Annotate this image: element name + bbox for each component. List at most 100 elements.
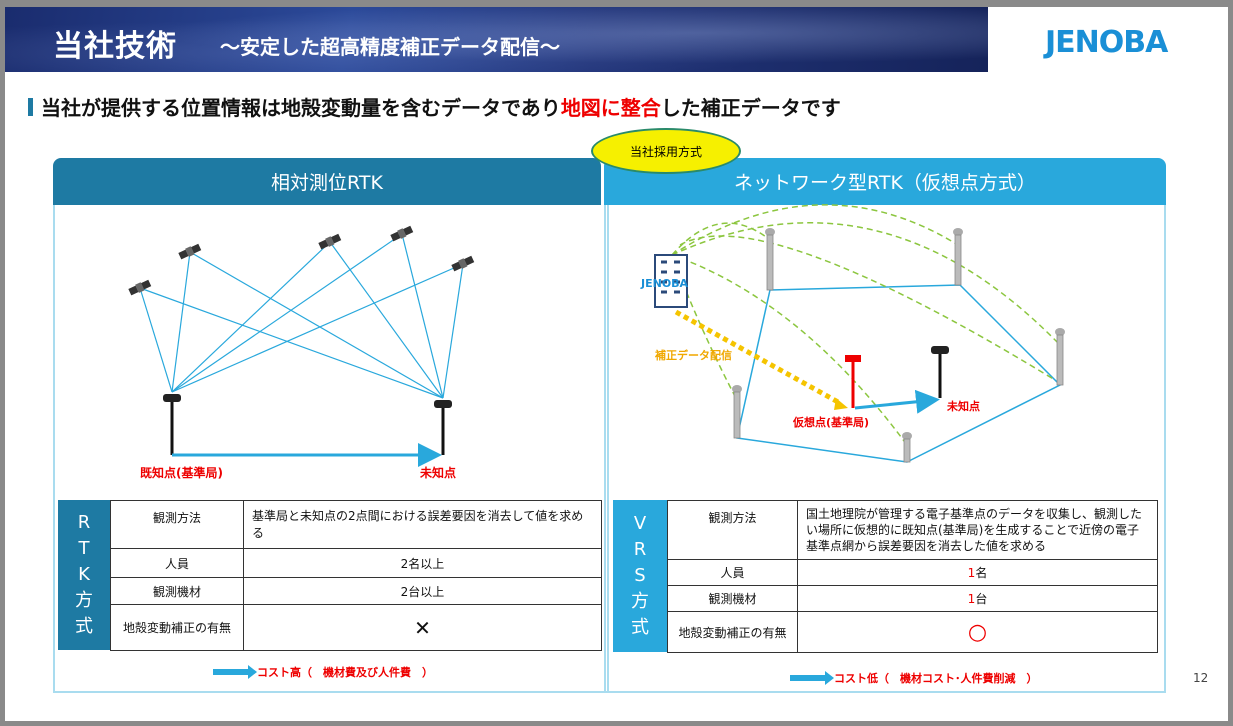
row-key: 人員 [667,559,798,586]
row-key: 地殻変動補正の有無 [667,611,798,653]
side-char: R [77,512,91,533]
signal-line [171,241,331,393]
row-key: 人員 [110,548,244,578]
signal-line [171,251,191,393]
row-key: 観測機材 [667,585,798,612]
adopted-method-badge: 当社採用方式 [591,128,741,174]
row-value: 2名以上 [243,548,602,578]
satellites [128,225,475,296]
vrs-baseline-arrow [854,389,940,414]
headline-text: 当社が提供する位置情報は地殻変動量を含むデータであり [41,96,561,120]
row-key: 観測方法 [667,500,798,560]
reference-station-icon [1055,328,1065,386]
side-char: K [78,564,90,585]
page-subtitle: ～安定した超高精度補正データ配信～ [220,35,560,59]
row-key: 地殻変動補正の有無 [110,604,244,651]
known-point-label: 既知点(基準局) [140,465,223,480]
arrow-icon [213,665,257,679]
satellite-icon [128,279,152,296]
side-char: S [634,565,646,586]
row-value: ○ [797,611,1158,653]
signal-line [139,287,444,399]
rtk-panel-header: 相対測位RTK [53,158,601,205]
row-value: 1台 [797,585,1158,612]
reference-station-icon [902,432,912,463]
value-number: 1 [967,566,976,580]
signal-line [401,233,444,399]
unknown-point-receiver [434,400,452,455]
rover-point-label: 未知点 [946,399,980,413]
delivery-label: 補正データ配信 [654,348,732,362]
signal-line [171,233,403,393]
arrow-icon [790,671,834,685]
page-number: 12 [1193,671,1209,685]
rtk-cost-note: コスト高（ 機材費及び人件費 ） [213,664,433,680]
side-char: T [78,538,90,559]
signal-line [329,241,444,399]
table-row: 観測方法国土地理院が管理する電子基準点のデータを収集し、観測したい場所に仮想的に… [667,500,1158,560]
company-building [654,254,688,308]
headline-highlight: 地図に整合 [560,96,661,120]
satellite-icon [178,243,202,260]
signal-line [442,263,464,399]
side-char: 式 [75,616,93,637]
vrs-comparison-table: 観測方法国土地理院が管理する電子基準点のデータを収集し、観測したい場所に仮想的に… [667,500,1158,653]
value-unit: 台 [975,592,988,606]
reference-stations [732,228,1065,463]
vrs-panel-header: ネットワーク型RTK（仮想点方式） [604,158,1166,205]
page-title: 当社技術 [53,29,177,64]
data-collection-arcs [671,204,1061,446]
side-char: 式 [631,617,649,638]
unknown-point-label: 未知点 [419,465,456,480]
row-key: 観測方法 [110,500,244,549]
signal-line [189,251,444,399]
side-char: 方 [75,590,93,611]
row-value: 2台以上 [243,577,602,605]
virtual-station [845,355,861,408]
reference-station-icon [953,228,963,286]
side-char: 方 [631,591,649,612]
rtk-panel [53,205,609,693]
value-number: 1 [967,592,976,606]
bullet-bar [28,97,33,116]
logo-text: JENOBA [1045,24,1168,60]
satellite-icon [390,225,414,242]
headline: 当社が提供する位置情報は地殻変動量を含むデータであり地図に整合した補正データです [28,92,841,121]
building-logo: JENOBA [640,277,689,290]
vrs-cost-note: コスト低（ 機材コスト･人件費削減 ） [790,670,1038,686]
row-key: 観測機材 [110,577,244,605]
reference-station-icon [732,385,742,439]
signal-lines [139,233,464,399]
rover-receiver [931,346,949,398]
known-point-receiver [163,394,181,455]
headline-text-end: した補正データです [660,96,841,120]
reference-station-network [736,284,1062,463]
side-char: R [633,539,647,560]
row-value: 国土地理院が管理する電子基準点のデータを収集し、観測したい場所に仮想的に既知点(… [797,500,1158,560]
reference-station-icon [765,228,775,291]
side-char: V [633,513,647,534]
virtual-point-label: 仮想点(基準局) [792,415,869,429]
row-value: 1名 [797,559,1158,586]
table-row: 観測方法基準局と未知点の2点間における誤差要因を消去して値を求める [110,500,602,549]
table-row: 地殻変動補正の有無○ [667,611,1158,653]
row-value: ✕ [243,604,602,651]
cost-text: コスト高（ 機材費及び人件費 ） [257,666,433,679]
signal-line [139,287,173,393]
signal-line [171,263,464,393]
table-row: 地殻変動補正の有無✕ [110,604,602,651]
value-unit: 名 [975,566,988,580]
title-banner: 当社技術 ～安定した超高精度補正データ配信～ [5,7,988,72]
satellite-icon [451,255,475,272]
vrs-panel [604,205,1166,693]
delivery-arrow [674,309,840,405]
company-logo: JENOBA [1045,22,1168,62]
